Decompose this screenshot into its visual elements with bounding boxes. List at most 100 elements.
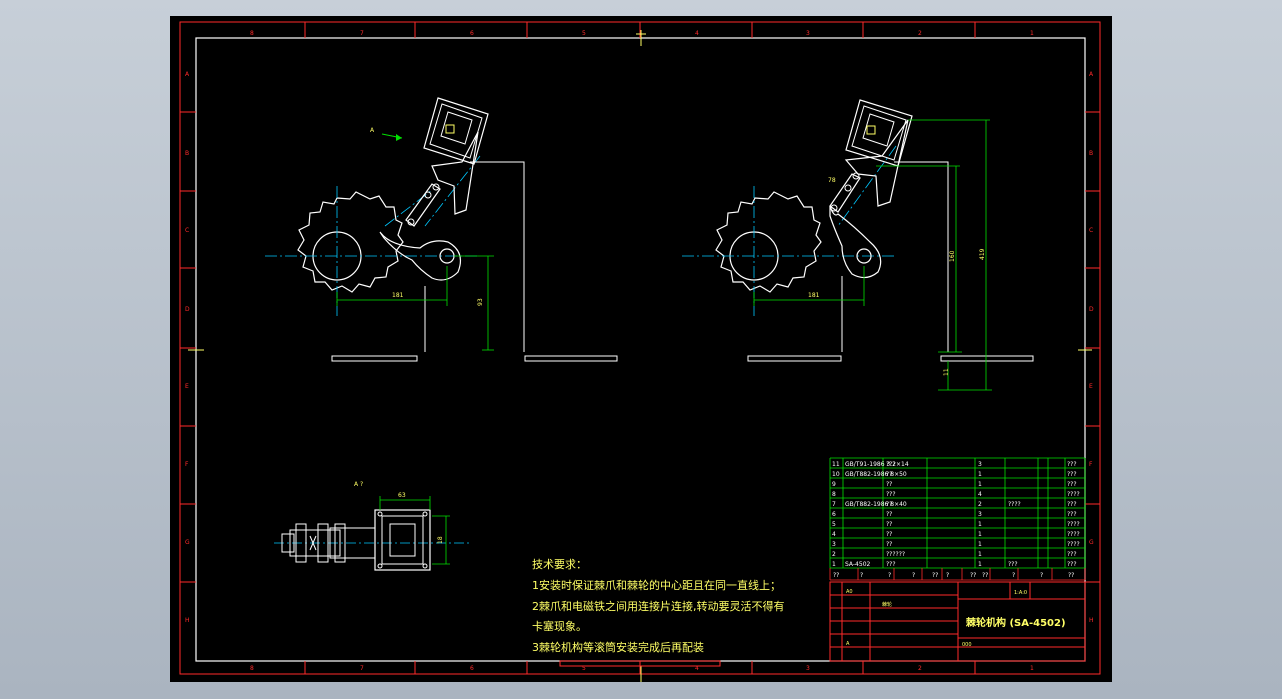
zone-num-bot-2: 7 [360,665,364,672]
bom-row-no: 5 [832,521,836,528]
bom-row-qty: 1 [978,541,982,548]
bom-row-no: 2 [832,551,836,558]
view-label-a2: A ? [354,481,363,488]
title-a: A [846,641,850,647]
bom-header-cell: ?? [833,572,839,579]
bom-row-note: ??? [1067,561,1077,568]
title-block: A0 棘轮 1:A:0 A 000 棘轮机构 (SA-4502) [829,581,1086,662]
bom-row-qty: 1 [978,481,982,488]
bottom-scale-strip [559,660,721,667]
bom-row-mat: ???? [1008,501,1021,508]
view-a-detail: A ? 63 18 [274,481,470,571]
right-view: 181 78 160 419 11 [682,99,1034,391]
bom-row-name: ?? [886,511,892,518]
bracket-left [431,131,479,215]
tech-line-3: 卡塞现象。 [532,619,587,633]
zone-num-top-2: 7 [360,30,364,37]
bom-row-name: ?? [886,541,892,548]
zone-num-bot-1: 8 [250,665,254,672]
dim-160-right: 160 [949,250,956,262]
zone-let-left-2: B [185,150,189,157]
bom-header-cell: ?? [970,572,976,579]
title-r2: 棘轮 [882,601,892,608]
bom-row-no: 1 [832,561,836,568]
dims-left [336,255,494,351]
bom-row-mat: ??? [1008,561,1018,568]
cad-viewport[interactable]: 8 7 6 5 4 3 2 1 8 7 6 5 4 3 2 1 A B C D … [170,16,1112,682]
zone-num-top-7: 2 [918,30,922,37]
dim-93-left: 93 [477,298,484,306]
bom-row-note: ??? [1067,481,1077,488]
zone-num-bot-4: 5 [582,665,586,672]
view-label-a: A [370,127,375,134]
bom-row-note: ??? [1067,461,1077,468]
bom-row-qty: 4 [978,491,982,498]
zone-let-right-6: F [1089,461,1093,468]
bom-row-qty: 1 [978,521,982,528]
link-top-view [329,527,376,559]
pawl-pivot-right [856,248,872,264]
bom-header-cell: ? [912,572,915,579]
ratchet-wheel-right [715,191,822,293]
bom-row-name: ?? [886,471,892,478]
link-left [405,183,441,227]
zone-let-left-3: C [185,227,189,234]
pawl-right [829,205,882,279]
bom-row-qty: 2 [978,501,982,508]
zone-let-left-1: A [185,71,190,78]
solenoid-top-view [374,509,431,571]
zone-let-right-5: E [1089,383,1093,390]
link-right [829,173,861,213]
bom-row-no: 9 [832,481,836,488]
zone-num-top-5: 4 [695,30,699,37]
bom-row-code: GB/T882-1986 8×50 [845,471,907,478]
zone-num-top-3: 6 [470,30,474,37]
zone-let-right-7: G [1089,539,1094,546]
frame-plate-left [470,161,525,352]
tech-line-1: 1安装时保证棘爪和棘轮的中心距且在同一直线上； [532,578,781,592]
bom-row-name: ?? [886,481,892,488]
zone-let-right-1: A [1089,71,1094,78]
tech-line-4: 3棘轮机构等滚筒安装完成后再配装 [532,640,704,654]
zone-num-bot-5: 4 [695,665,699,672]
dim-181-right: 181 [808,292,820,299]
zone-num-top-6: 3 [806,30,810,37]
bom-row-name: ?? [886,501,892,508]
bom-header-cell: ?? [932,572,938,579]
bom-row-no: 7 [832,501,836,508]
left-view: 181 93 A [265,97,618,362]
zone-ticks [180,22,1100,674]
tech-line-2: 2棘爪和电磁铁之间用连接片连接,转动要灵活不得有 [532,599,785,613]
bom-header-cell: ? [1012,572,1015,579]
bom-header-cell: ?? [1068,572,1074,579]
bom-row-name: ?????? [886,551,905,558]
zone-num-top-8: 1 [1030,30,1034,37]
bom-row-qty: 1 [978,531,982,538]
base-left-1 [331,355,418,362]
bom-row-note: ???? [1067,521,1080,528]
bom-row-note: ???? [1067,491,1080,498]
bom-row-qty: 3 [978,461,982,468]
bracket-right [844,119,909,207]
title-scale: 1:A:0 [1014,590,1027,596]
zone-num-bot-8: 1 [1030,665,1034,672]
centerlines-left [265,155,481,316]
bom-row-name: ??? [886,491,896,498]
base-right-1 [747,355,842,362]
drawing-name: 棘轮机构 (SA-4502) [966,616,1066,629]
bom-row-name: ?? [886,531,892,538]
bom-header-cell: ?? [982,572,988,579]
bom-row-note: ???? [1067,531,1080,538]
pawl-left [379,231,461,281]
bom-row-qty: 3 [978,511,982,518]
dim-18: 18 [437,536,444,544]
bom-row-note: ??? [1067,551,1077,558]
zone-let-right-4: D [1089,306,1094,313]
zone-num-bot-7: 2 [918,665,922,672]
zone-let-left-8: H [185,617,190,624]
dim-419-right: 419 [979,248,986,260]
bom-row-name: ??? [886,561,896,568]
base-left-2 [524,355,618,362]
bom-header-cell: ? [946,572,949,579]
bom-row-code: SA-4502 [845,561,871,568]
